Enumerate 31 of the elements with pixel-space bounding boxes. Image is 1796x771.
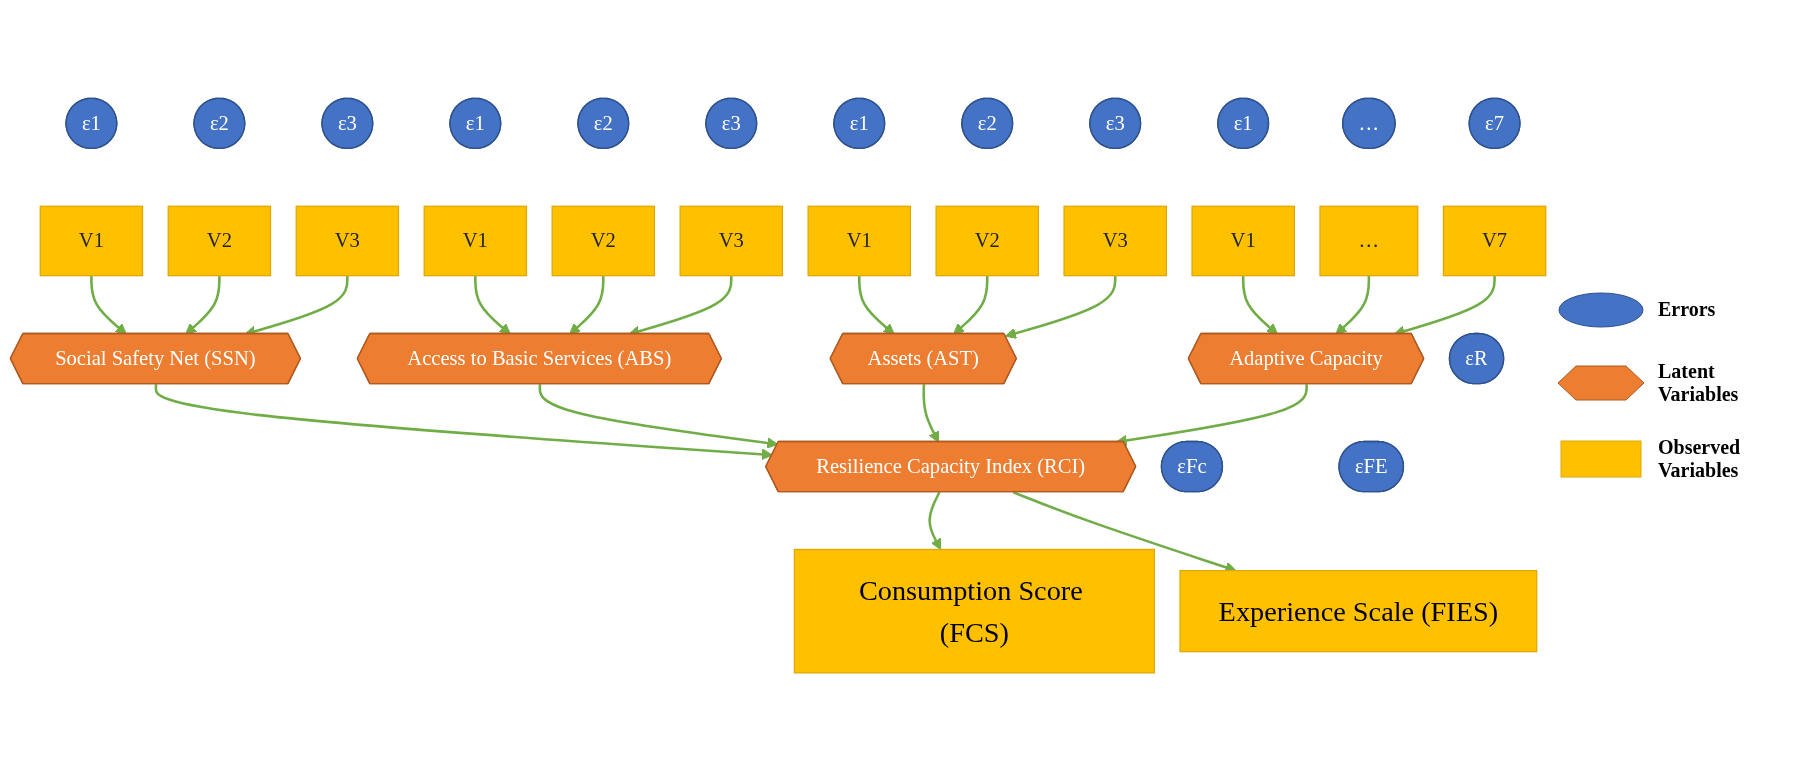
arrow bbox=[569, 275, 605, 335]
node-box bbox=[793, 548, 1155, 674]
arrow bbox=[1241, 275, 1278, 335]
node-box bbox=[1319, 205, 1419, 277]
path-diagram: ε1 ε2 ε3 ε1 ε2 ε3 ε1 ε2 ε3 ε1 … ε7 V1 V2 V3 V1 V2 V3 V1 V2 V3 V1 … V7 Social Safety Net (SSN) Access to Basic Services (ABS) Assets (AST) Adaptive Capacity εR Resilience Capacity Index (RCI) εFc εFE Consumption Score (FCS) Experience Scale (FIES) bbox=[0, 87, 1556, 684]
legend-label: Observed Variables bbox=[1658, 435, 1742, 482]
node-box bbox=[551, 205, 656, 277]
arrow bbox=[1115, 384, 1308, 447]
node-box bbox=[1063, 205, 1167, 277]
node-box bbox=[295, 205, 400, 277]
node-box bbox=[1179, 569, 1538, 653]
node-box bbox=[807, 205, 912, 277]
node-box bbox=[423, 205, 528, 277]
legend-label: Latent Variables bbox=[1658, 359, 1740, 406]
arrow bbox=[922, 384, 940, 443]
node-box bbox=[167, 205, 272, 277]
arrow bbox=[474, 275, 511, 335]
node-box bbox=[1442, 205, 1547, 277]
arrow bbox=[953, 275, 989, 335]
arrow bbox=[1005, 275, 1117, 339]
node-box bbox=[39, 205, 144, 277]
arrow bbox=[185, 275, 221, 335]
node-box bbox=[935, 205, 1039, 277]
arrow bbox=[154, 384, 773, 460]
legend-label: Errors bbox=[1658, 298, 1716, 321]
node-box bbox=[679, 205, 784, 277]
node-box bbox=[1191, 205, 1295, 277]
arrow bbox=[90, 275, 127, 335]
arrow bbox=[857, 275, 895, 335]
arrow bbox=[1335, 275, 1371, 335]
arrow bbox=[928, 491, 942, 550]
